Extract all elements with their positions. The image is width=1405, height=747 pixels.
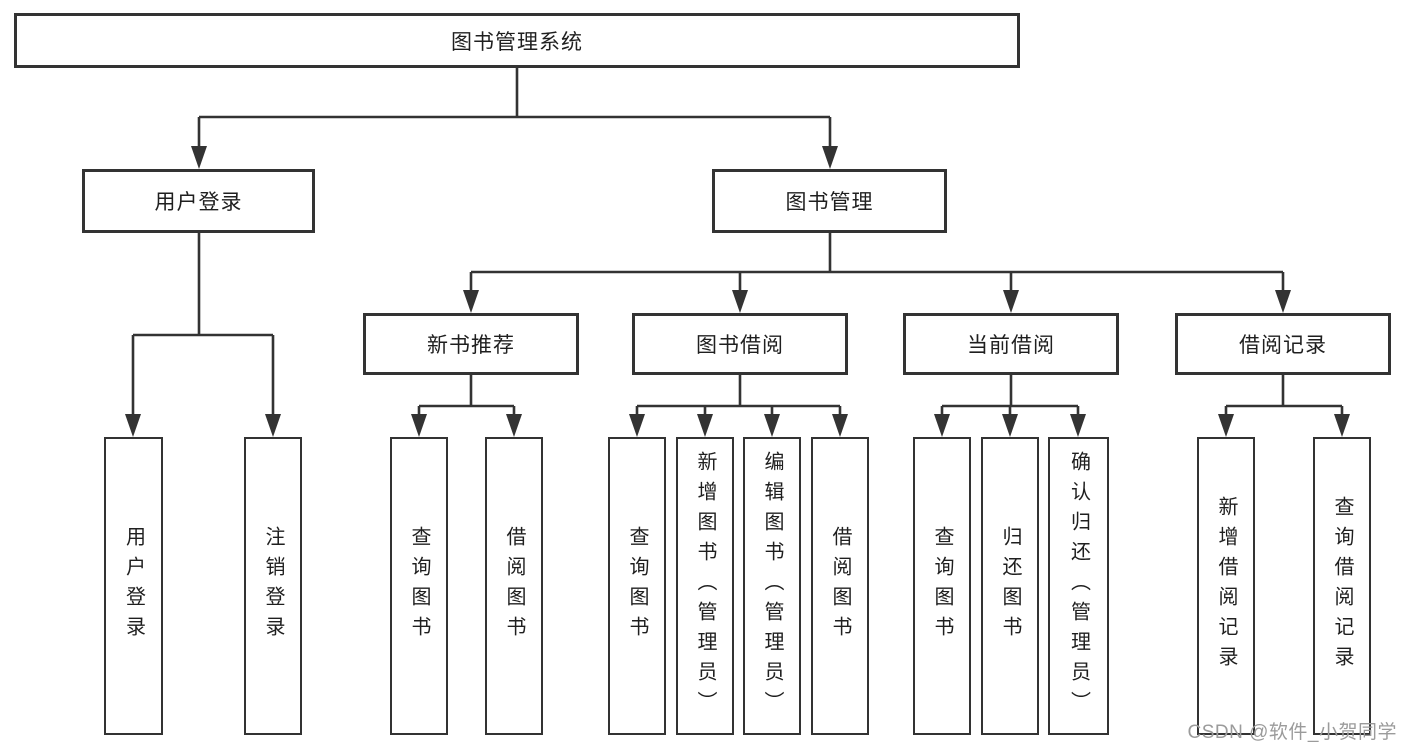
- node-library-management-system: 图书管理系统: [14, 13, 1020, 68]
- node-query-books-borrowing: 查询图书: [608, 437, 666, 735]
- node-label: 归还图书: [999, 526, 1021, 646]
- node-confirm-return-admin: 确认归还（管理员）: [1048, 437, 1109, 735]
- node-add-borrow-record: 新增借阅记录: [1197, 437, 1255, 735]
- node-edit-books-admin: 编辑图书（管理员）: [743, 437, 801, 735]
- node-label: 确认归还（管理员）: [1067, 451, 1090, 721]
- node-query-books-recommend: 查询图书: [390, 437, 448, 735]
- node-book-borrowing: 图书借阅: [632, 313, 848, 375]
- node-logout: 注销登录: [244, 437, 302, 735]
- node-query-borrow-record: 查询借阅记录: [1313, 437, 1371, 735]
- node-label: 图书管理系统: [451, 30, 583, 54]
- node-label: 编辑图书（管理员）: [761, 451, 783, 721]
- node-borrow-books-recommend: 借阅图书: [485, 437, 543, 735]
- node-book-management: 图书管理: [712, 169, 947, 233]
- node-label: 新增图书（管理员）: [694, 451, 716, 721]
- node-label: 当前借阅: [967, 334, 1055, 357]
- node-user-login: 用户登录: [82, 169, 315, 233]
- node-label: 查询借阅记录: [1331, 496, 1353, 676]
- node-label: 查询图书: [626, 526, 648, 646]
- watermark: CSDN @软件_小贺同学: [1187, 722, 1397, 743]
- node-query-books-current: 查询图书: [913, 437, 971, 735]
- node-label: 用户登录: [122, 526, 145, 646]
- node-label: 借阅图书: [503, 526, 525, 646]
- node-label: 用户登录: [154, 191, 243, 214]
- node-label: 新增借阅记录: [1215, 496, 1237, 676]
- node-label: 借阅图书: [829, 526, 851, 646]
- node-borrow-books: 借阅图书: [811, 437, 869, 735]
- node-new-book-recommendation: 新书推荐: [363, 313, 579, 375]
- node-label: 查询图书: [408, 526, 430, 646]
- node-return-books: 归还图书: [981, 437, 1039, 735]
- node-user-login-action: 用户登录: [104, 437, 163, 735]
- node-label: 查询图书: [931, 526, 953, 646]
- node-add-books-admin: 新增图书（管理员）: [676, 437, 734, 735]
- node-label: 注销登录: [262, 526, 284, 646]
- node-label: 借阅记录: [1239, 334, 1327, 357]
- node-label: 图书借阅: [696, 334, 784, 357]
- node-label: 新书推荐: [427, 334, 515, 357]
- node-label: 图书管理: [785, 191, 874, 214]
- node-borrowing-records: 借阅记录: [1175, 313, 1391, 375]
- node-current-borrowing: 当前借阅: [903, 313, 1119, 375]
